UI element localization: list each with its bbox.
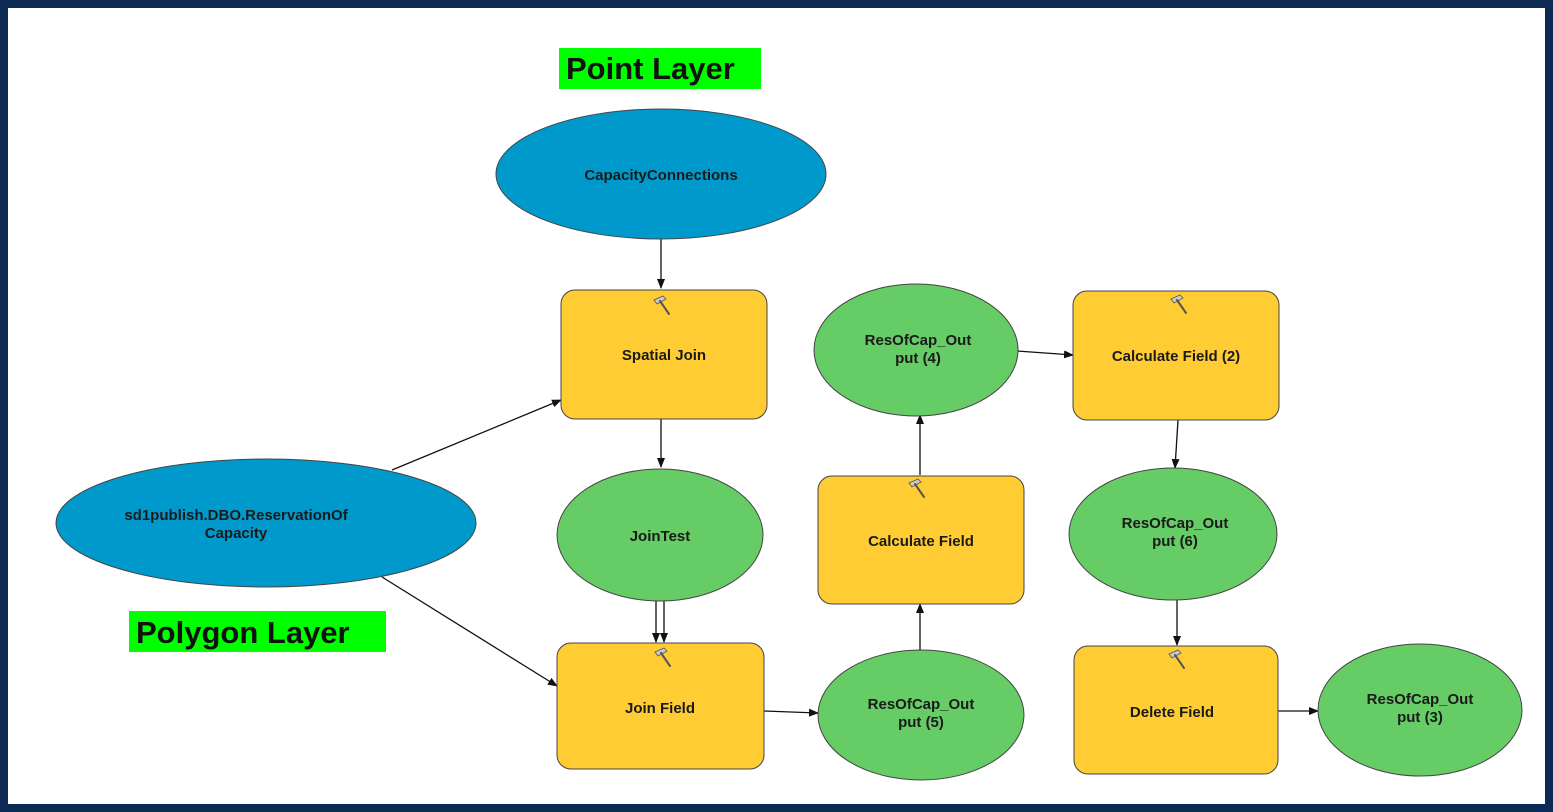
- edge-res-out-4-to-calculate-field-2: [1016, 350, 1074, 359]
- node-label-line-2: put (3): [1397, 709, 1443, 726]
- node-label-line-1: ResOfCap_Out: [868, 696, 975, 713]
- output-data-ellipse: [813, 283, 1019, 417]
- tool-box: [560, 289, 768, 420]
- edge-reservation-to-spatial-join: [391, 399, 562, 471]
- node-label-line-1: ResOfCap_Out: [1367, 691, 1474, 708]
- node-label: Join Field: [625, 700, 695, 717]
- output-data-ellipse: [1317, 643, 1523, 777]
- edge-calculate-field-2-to-res-out-6: [1171, 419, 1180, 469]
- node-label: Calculate Field (2): [1112, 348, 1240, 365]
- node-label: Delete Field: [1130, 704, 1214, 721]
- node-res-out-5[interactable]: ResOfCap_Out put (5): [817, 649, 1025, 781]
- node-label-line-1: ResOfCap_Out: [1122, 515, 1229, 532]
- tool-box: [1073, 645, 1279, 775]
- point-layer-text: Point Layer: [566, 51, 735, 86]
- polygon-layer-highlight: [129, 611, 386, 652]
- node-label-line-2: Capacity: [205, 525, 268, 542]
- node-label-line-2: put (5): [898, 714, 944, 731]
- edge-join-field-to-res-out-5: [763, 708, 819, 717]
- node-label-line-1: ResOfCap_Out: [865, 332, 972, 349]
- node-label-line-1: sd1publish.DBO.ReservationOf: [124, 507, 348, 524]
- node-spatial-join[interactable]: Spatial Join: [560, 289, 768, 420]
- tool-box: [1072, 290, 1280, 421]
- output-data-ellipse: [817, 649, 1025, 781]
- node-reservation-of-capacity[interactable]: sd1publish.DBO.ReservationOf Capacity: [55, 458, 477, 588]
- node-res-out-4[interactable]: ResOfCap_Out put (4): [813, 283, 1019, 417]
- node-label: Spatial Join: [622, 347, 706, 364]
- node-join-test[interactable]: JoinTest: [556, 468, 764, 602]
- node-join-field[interactable]: Join Field: [556, 642, 765, 770]
- edge-reservation-to-join-field: [381, 576, 558, 687]
- input-data-ellipse: [495, 108, 827, 240]
- node-label-line-2: put (4): [895, 350, 941, 367]
- output-data-ellipse: [556, 468, 764, 602]
- node-label: CapacityConnections: [584, 167, 737, 184]
- node-label: JoinTest: [630, 528, 691, 545]
- node-res-out-6[interactable]: ResOfCap_Out put (6): [1068, 467, 1278, 601]
- point-layer-label: Point Layer: [559, 48, 761, 89]
- polygon-layer-text: Polygon Layer: [136, 615, 350, 650]
- node-delete-field[interactable]: Delete Field: [1073, 645, 1279, 775]
- polygon-layer-label: Polygon Layer: [129, 611, 386, 652]
- tool-box: [556, 642, 765, 770]
- node-label: Calculate Field: [868, 533, 974, 550]
- point-layer-highlight: [559, 48, 761, 89]
- node-res-out-3[interactable]: ResOfCap_Out put (3): [1317, 643, 1523, 777]
- node-calculate-field-2[interactable]: Calculate Field (2): [1072, 290, 1280, 421]
- node-capacity-connections[interactable]: CapacityConnections: [495, 108, 827, 240]
- node-label-line-2: put (6): [1152, 533, 1198, 550]
- output-data-ellipse: [1068, 467, 1278, 601]
- node-calculate-field[interactable]: Calculate Field: [817, 475, 1025, 605]
- connectors: [381, 239, 1319, 717]
- tool-box: [817, 475, 1025, 605]
- input-data-ellipse: [55, 458, 477, 588]
